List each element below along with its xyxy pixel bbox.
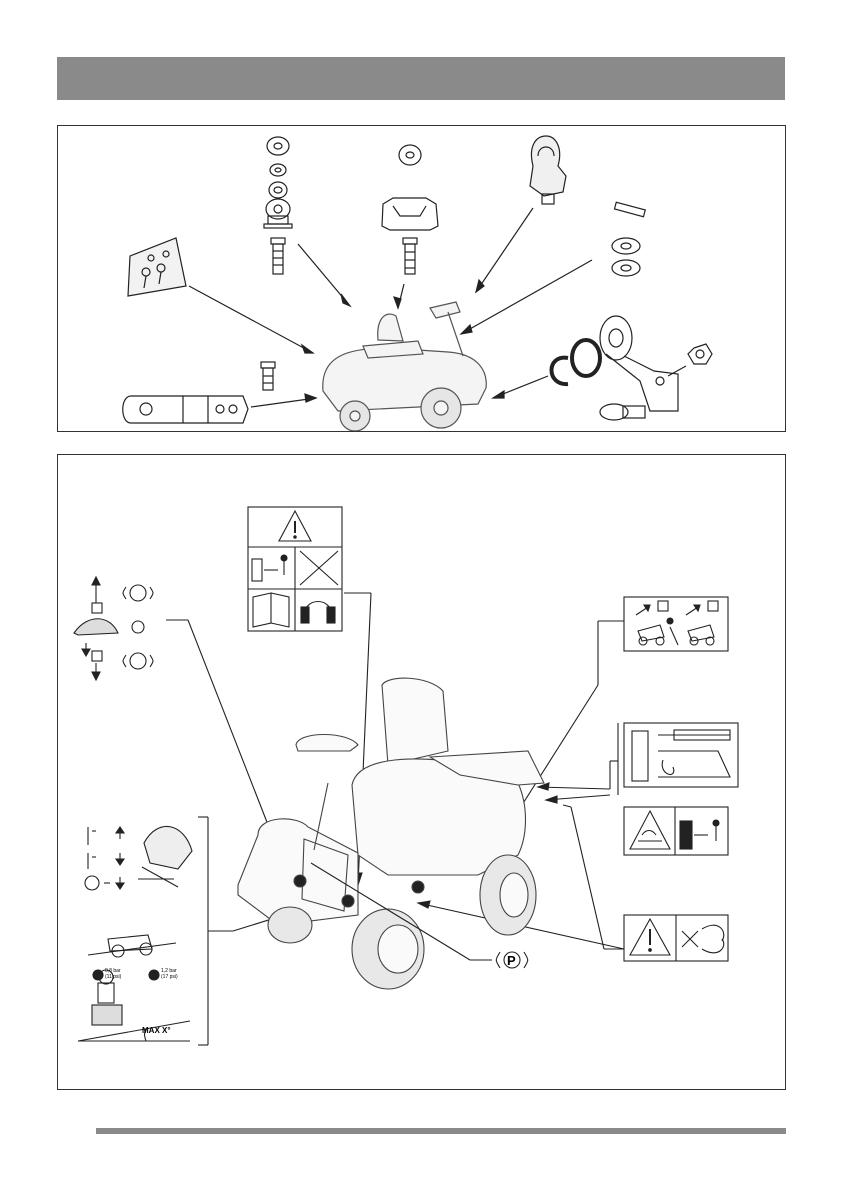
header-bar (57, 57, 785, 100)
hot-surface-icon (630, 811, 670, 849)
lever-icon (600, 316, 678, 411)
circlip-icon (552, 358, 569, 384)
seat-bracket-icon (382, 198, 438, 230)
pin-icon (614, 202, 645, 217)
operation-decal-group (78, 826, 192, 1041)
spring-washer-icon (270, 164, 286, 176)
ignition-key-icon (530, 136, 566, 204)
ear-protection-icon (301, 602, 335, 624)
mower-illustration (238, 678, 544, 989)
no-passenger-icon (300, 551, 338, 585)
warning-triangle-icon (279, 511, 311, 541)
parts-panel (57, 125, 786, 432)
spacer-icon (269, 182, 287, 198)
blade-warning-decal (624, 915, 728, 961)
fuel-tank-decal (624, 723, 738, 787)
screw-icon (600, 404, 645, 420)
slope-decal (78, 970, 190, 1041)
manual-icon (253, 593, 289, 627)
bracket-icon (123, 396, 248, 423)
slope-label: MAX X° (142, 1026, 171, 1035)
keep-distance-icon (252, 555, 287, 581)
warning-decal (248, 507, 342, 631)
screw-icon (261, 362, 275, 390)
screw-icon (403, 238, 417, 274)
decals-panel: P MAX X° 0,8 bar (11 psi) 1,2 bar (17 ps… (57, 454, 786, 1090)
hot-surface-decal (624, 807, 728, 855)
pressure-front-psi: (17 psi) (161, 974, 178, 980)
screw-icon (271, 238, 285, 274)
footer-bar (96, 1128, 786, 1134)
parking-brake-label: P (507, 953, 516, 968)
screw-bag-icon (128, 238, 186, 296)
nut-icon (688, 344, 712, 364)
washer-icon (612, 238, 640, 254)
keep-distance-icon (680, 820, 719, 849)
washer-icon (267, 137, 289, 155)
lift-lever-decal (624, 597, 728, 651)
washer-icon (399, 145, 421, 165)
warning-triangle-icon (630, 919, 670, 955)
decals-illustration: P MAX X° 0,8 bar (11 psi) 1,2 bar (17 ps… (58, 455, 785, 1089)
mower-illustration (323, 302, 486, 431)
pressure-rear-psi: (11 psi) (105, 974, 122, 980)
rotating-blade-icon (682, 925, 724, 953)
cutting-height-decal (74, 577, 153, 680)
parts-illustration (58, 126, 785, 431)
washer-icon (612, 260, 640, 276)
